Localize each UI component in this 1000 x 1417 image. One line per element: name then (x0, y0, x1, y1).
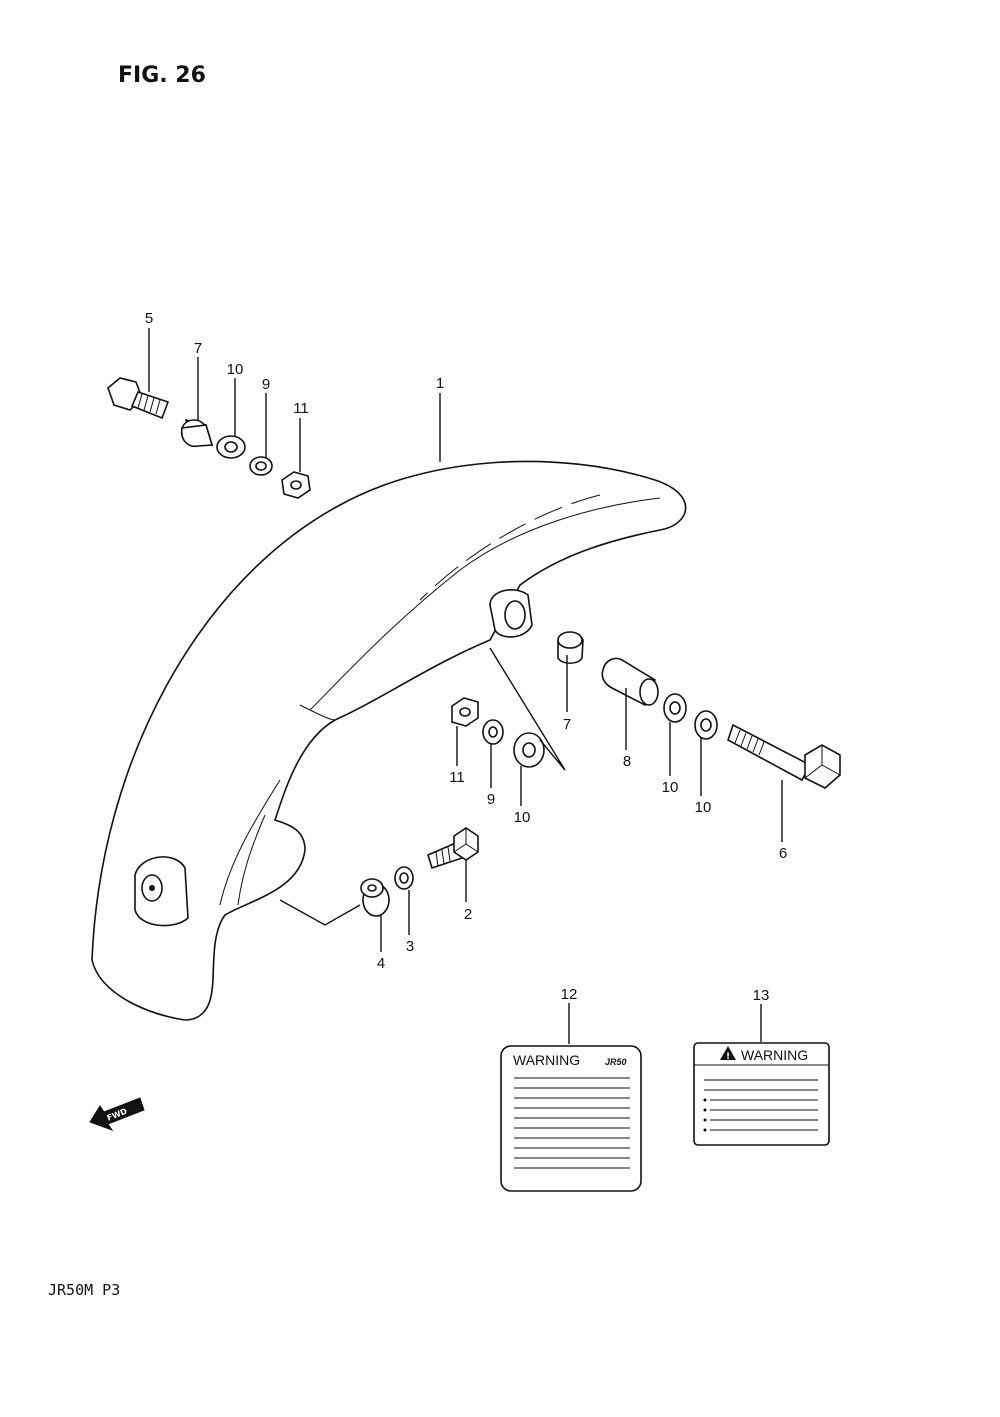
warning-label-part-13: ! WARNING (693, 1042, 830, 1146)
callout-2: 2 (464, 906, 472, 923)
warning-triangle-icon: ! (720, 1046, 736, 1062)
callout-9-upper: 9 (262, 376, 270, 393)
callout-3: 3 (406, 938, 414, 955)
label-12-text-lines (514, 1077, 630, 1169)
collar-part-7-upper (180, 418, 214, 448)
callout-7-upper: 7 (194, 340, 202, 357)
washer-part-10-right-b (694, 710, 718, 740)
callout-10-right-b: 10 (695, 799, 712, 816)
label-13-heading: WARNING (741, 1047, 808, 1063)
callout-12: 12 (561, 986, 578, 1003)
callout-13: 13 (753, 987, 770, 1004)
collar-part-7-right (557, 631, 584, 665)
collar-part-4 (360, 878, 390, 917)
callout-10-upper: 10 (227, 361, 244, 378)
callout-6: 6 (779, 845, 787, 862)
callout-11-middle: 11 (449, 769, 465, 786)
callout-9-middle: 9 (487, 791, 495, 808)
callout-10-middle: 10 (514, 809, 531, 826)
callout-5: 5 (145, 310, 153, 327)
svg-text:!: ! (726, 1052, 730, 1062)
fender-mount-boss-lower (134, 856, 189, 927)
warning-label-part-12: WARNING JR50 (500, 1045, 642, 1192)
lock-washer-part-9-upper (249, 456, 273, 476)
figure-title: FIG. 26 (118, 63, 206, 88)
callout-4: 4 (377, 955, 385, 972)
washer-part-3 (394, 866, 414, 890)
callout-11-upper: 11 (293, 400, 309, 417)
lock-washer-part-9-middle (482, 719, 504, 745)
callout-numbers: 1 2 3 4 5 6 7 7 8 9 9 10 10 10 10 11 11 … (145, 310, 787, 1004)
callout-10-right-a: 10 (662, 779, 679, 796)
washer-part-10-middle (513, 732, 545, 768)
washer-part-10-upper (216, 435, 246, 459)
label-12-tag: JR50 (605, 1057, 627, 1067)
callout-1: 1 (436, 375, 444, 392)
callout-8: 8 (623, 753, 631, 770)
callout-7-right: 7 (563, 716, 571, 733)
nut-part-11-upper (281, 471, 311, 499)
forward-direction-arrow: FWD (89, 1097, 145, 1131)
washer-part-10-right-a (663, 693, 687, 723)
spacer-part-8 (601, 657, 659, 707)
assembly-guide-lines (279, 647, 566, 926)
model-code: JR50M P3 (48, 1281, 120, 1299)
bolt-part-6 (727, 723, 841, 789)
label-12-heading: WARNING (513, 1052, 580, 1068)
rear-fender-part-1 (91, 460, 687, 1021)
bolt-part-2 (427, 827, 479, 870)
nut-part-11-middle (451, 697, 479, 727)
leader-lines (148, 328, 783, 1044)
fender-mount-boss-upper (489, 589, 533, 638)
label-13-text-lines (703, 1079, 818, 1132)
bolt-part-5 (107, 377, 170, 420)
